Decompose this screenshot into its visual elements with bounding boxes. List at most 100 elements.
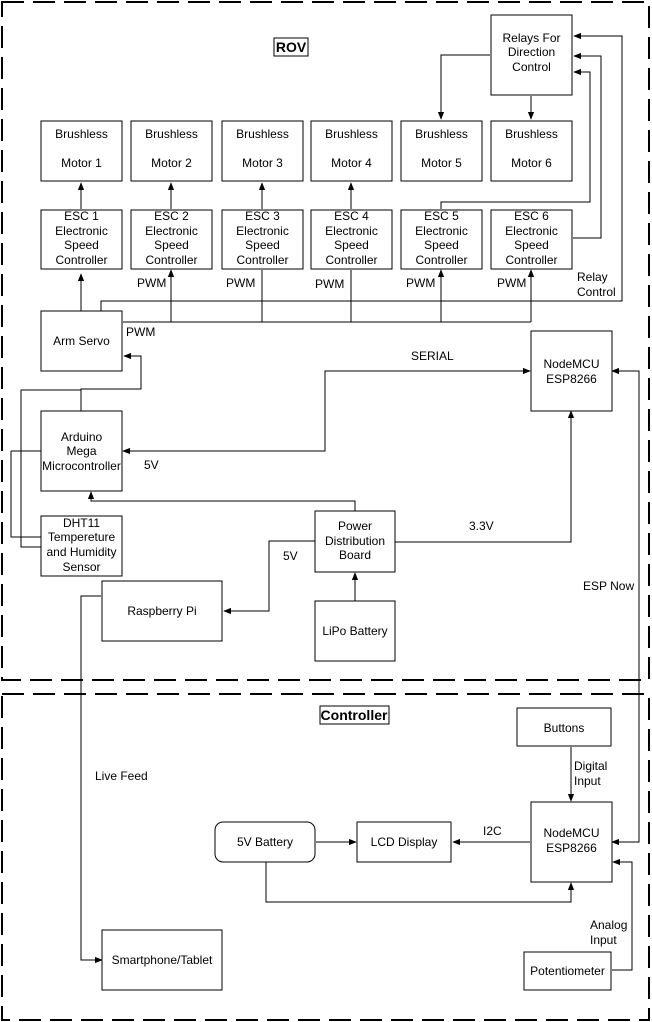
potentiometer-box: [523, 951, 612, 991]
arduino-label-line: Arduino: [61, 430, 103, 444]
smartphone-block: Smartphone/Tablet: [101, 929, 223, 991]
nodemcu-rov-label-line: ESP8266: [546, 372, 597, 386]
lipo-block: LiPo Battery: [314, 600, 396, 662]
blocks: Relays ForDirectionControlBrushlessMotor…: [40, 14, 613, 991]
motor4-label-line: Motor 4: [331, 156, 372, 170]
esc5-label-line: Speed: [424, 238, 459, 252]
power-to-arduino-arrow: [87, 491, 356, 511]
esc2-box: [130, 209, 213, 270]
battery-to-nodemcu-arrow: [265, 862, 575, 903]
power-board-label-line: Board: [339, 548, 371, 562]
relays-label-line: Control: [512, 60, 551, 74]
serial-wire-label: SERIAL: [411, 349, 454, 363]
esc1-label-line: Electronic: [55, 224, 108, 238]
nodemcu-ctrl-label-line: ESP8266: [546, 841, 597, 855]
esp-now-wire-label: ESP Now: [583, 579, 634, 593]
lipo-box: [314, 600, 396, 662]
potentiometer-label-line: Potentiometer: [530, 964, 605, 978]
dht11-label-line: Sensor: [62, 560, 100, 574]
arduino-label-line: Mega: [66, 444, 96, 458]
potentiometer-block: Potentiometer: [523, 951, 612, 991]
dht11-left-line: [10, 451, 41, 538]
motor3-label-line: Brushless: [236, 127, 289, 141]
relay-control-wire-label: Relay: [577, 270, 608, 284]
raspberry-pi-block: Raspberry Pi: [101, 580, 223, 642]
relays-to-motor5-arrow: [437, 54, 490, 120]
esc2-label-line: Speed: [154, 238, 189, 252]
smartphone-label-line: Smartphone/Tablet: [112, 953, 213, 967]
arm-servo-block: Arm Servo: [40, 310, 123, 372]
esc4-box: [310, 209, 393, 270]
esc4-label-line: Controller: [325, 253, 377, 267]
dht11-box: [40, 515, 123, 577]
dht11-label-line: Tempereture: [48, 530, 116, 544]
controller-title: Controller: [321, 707, 388, 723]
esc6-label-line: ESC 6: [514, 209, 549, 223]
esc4-label-line: Electronic: [325, 224, 378, 238]
power-to-nodemcu-arrow: [395, 410, 575, 543]
i2c-wire-label: I2C: [483, 824, 502, 838]
power-board-label-line: Power: [338, 519, 372, 533]
buttons-label-line: Buttons: [544, 721, 585, 735]
motor2-label-line: Brushless: [145, 127, 198, 141]
buttons-box: [516, 707, 612, 747]
esc3-label-line: Electronic: [236, 224, 289, 238]
esc3-box: [221, 209, 304, 270]
esc6-box: [490, 209, 573, 270]
esc5-label-line: ESC 5: [424, 209, 459, 223]
pwm5-wire-label: PWM: [406, 276, 435, 290]
live-feed-wire-label: Live Feed: [95, 769, 148, 783]
v5-arduino-wire-label: 5V: [144, 458, 159, 472]
lcd-box: [356, 821, 452, 863]
power-board-label-line: Distribution: [325, 534, 385, 548]
pwm4-wire-label: PWM: [315, 277, 344, 291]
motor4-box: [310, 120, 393, 182]
battery-5v-box: [214, 821, 316, 863]
nodemcu-rov-label-line: NodeMCU: [543, 357, 599, 371]
esc4-label-line: ESC 4: [334, 209, 369, 223]
esc2-label-line: Electronic: [145, 224, 198, 238]
lipo-label-line: LiPo Battery: [322, 624, 387, 638]
serial-link: [122, 367, 531, 455]
pwm-servo-wire-label: PWM: [126, 325, 155, 339]
motor1-label-line: Brushless: [55, 127, 108, 141]
v5-pi-wire-label: 5V: [283, 549, 298, 563]
motor2-label-line: Motor 2: [151, 156, 192, 170]
potentiometer-to-nodemcu-arrow: [612, 858, 633, 971]
esc1-box: [40, 209, 123, 270]
nodemcu-ctrl-box: [530, 801, 613, 883]
motor1-label-line: Motor 1: [61, 156, 102, 170]
esc5-to-relays-arrow: [440, 68, 591, 209]
esc5-label-line: Electronic: [415, 224, 468, 238]
motor3-label-line: Motor 3: [242, 156, 283, 170]
esc3-label-line: Controller: [236, 253, 288, 267]
relay-control-wire-label: Control: [577, 285, 616, 299]
motor3-box: [221, 120, 304, 182]
digital-input-wire-label: Digital: [574, 759, 607, 773]
arm-servo-label-line: Arm Servo: [53, 334, 110, 348]
nodemcu-ctrl-label-line: NodeMCU: [543, 826, 599, 840]
esc3-label-line: Speed: [245, 238, 280, 252]
esc6-label-line: Controller: [505, 253, 557, 267]
arduino-label-line: Microcontroller: [42, 459, 121, 473]
relays-label-line: Direction: [508, 45, 555, 59]
esc6-label-line: Electronic: [505, 224, 558, 238]
esc5-box: [400, 209, 483, 270]
motor5-label-line: Brushless: [415, 127, 468, 141]
relay-control-arrow: [100, 32, 623, 311]
